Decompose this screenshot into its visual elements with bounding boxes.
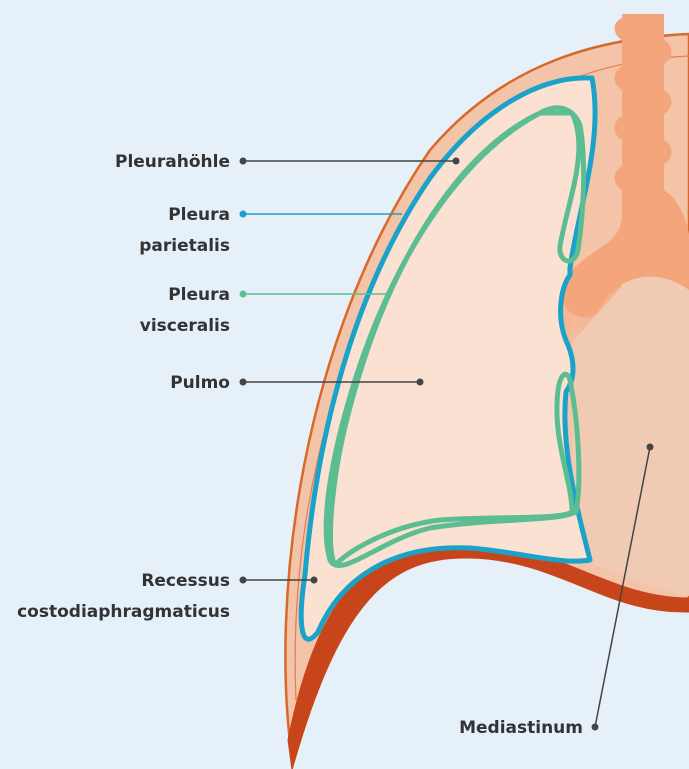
dot-recessus-start	[240, 577, 247, 584]
dot-pulmo-start	[240, 379, 247, 386]
dot-pleurahoehle-end	[453, 158, 460, 165]
label-mediastinum: Mediastinum	[459, 718, 583, 738]
label-pleura-parietalis-line1: Pleura	[168, 205, 230, 225]
dot-pulmo-end	[417, 379, 424, 386]
dot-pleura-parietalis	[240, 211, 247, 218]
dot-pleura-visceralis	[240, 291, 247, 298]
dot-pleurahoehle-start	[240, 158, 247, 165]
label-pleura-visceralis-line2: visceralis	[140, 316, 230, 336]
label-pulmo: Pulmo	[170, 373, 230, 393]
label-pleura-parietalis-line2: parietalis	[139, 236, 230, 256]
dot-mediastinum-start	[592, 724, 599, 731]
label-recessus-line1: Recessus	[141, 571, 230, 591]
dot-mediastinum-end	[647, 444, 654, 451]
label-pleura-visceralis-line1: Pleura	[168, 285, 230, 305]
label-recessus-line2: costodiaphragmaticus	[17, 602, 230, 622]
dot-recessus-end	[311, 577, 318, 584]
label-pleurahoehle: Pleurahöhle	[115, 152, 230, 172]
